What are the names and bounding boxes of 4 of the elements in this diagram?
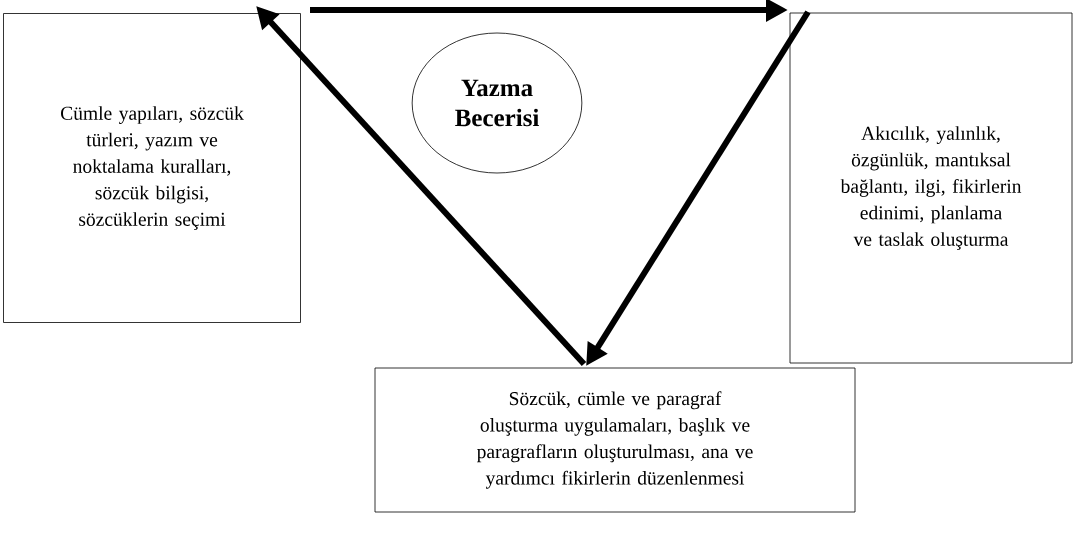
ellipse-label: Yazma Becerisi: [411, 32, 583, 174]
text-box: Sözcük, cümle ve paragraf oluşturma uygulamaları, başlık ve paragrafların oluşturulması, ana ve yardımcı fikirlerin düzenlenmesi: [374, 367, 856, 513]
text-box: Cümle yapıları, sözcük türleri, yazım ve noktalama kuralları, sözcük bilgisi, sözcüklerin seçimi: [3, 13, 301, 323]
text-box: Akıcılık, yalınlık, özgünlük, mantıksal bağlantı, ilgi, fikirlerin edinimi, planlama ve taslak oluşturma: [789, 12, 1073, 364]
